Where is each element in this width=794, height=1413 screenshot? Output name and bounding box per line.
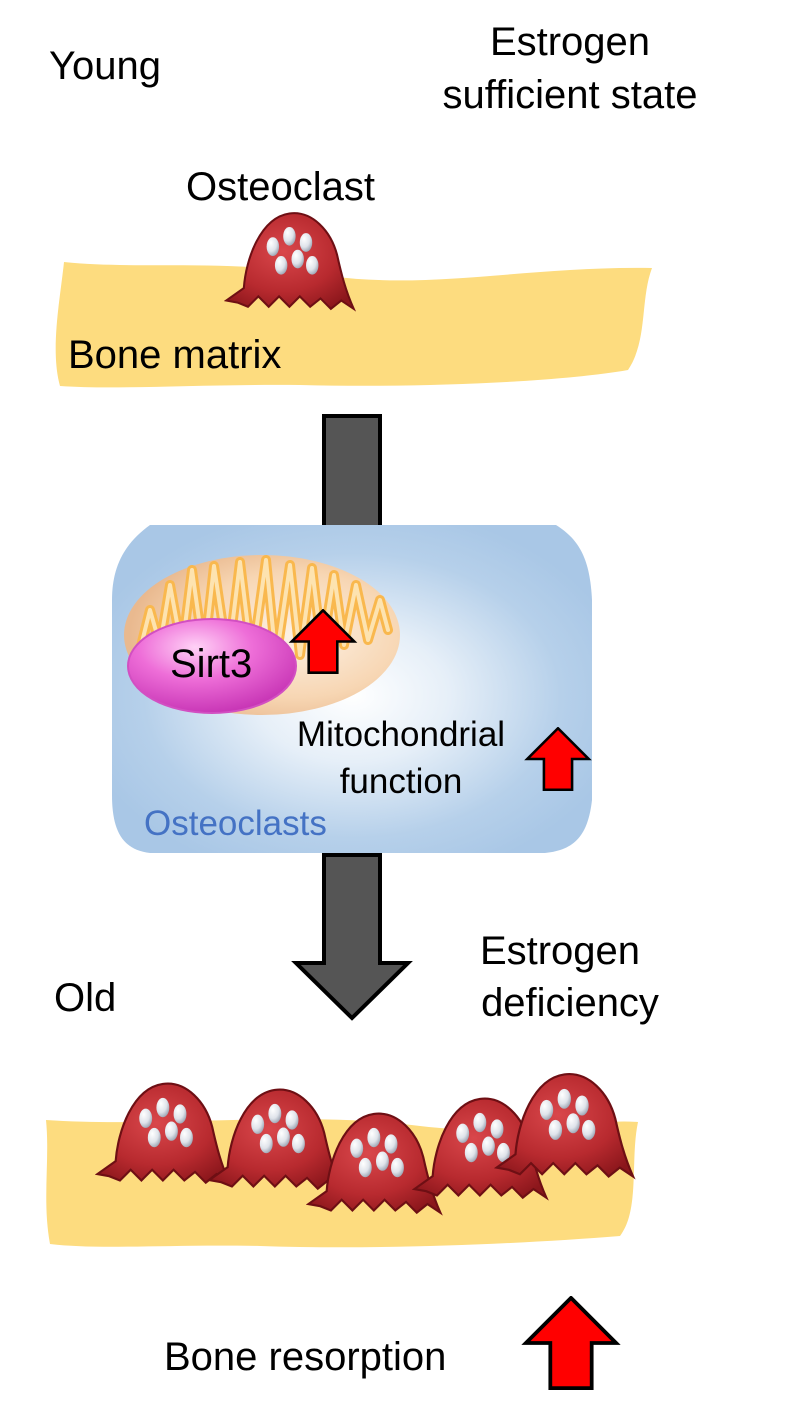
estrogen-sufficient-line1: Estrogen xyxy=(489,20,651,64)
osteoclast-label: Osteoclast xyxy=(186,165,375,209)
osteoclast-top-icon xyxy=(225,212,355,310)
mito-function-line1: Mitochondrial xyxy=(296,715,506,754)
mito-function-line2: function xyxy=(339,762,463,801)
sirt3-protein xyxy=(127,618,297,714)
young-label: Young xyxy=(49,44,161,88)
bone-matrix-top xyxy=(55,262,653,388)
flow-arrow-upper-shaft xyxy=(322,414,382,536)
bone-matrix-label: Bone matrix xyxy=(68,333,282,377)
estrogen-deficiency-line1: Estrogen xyxy=(479,929,641,973)
old-label: Old xyxy=(54,976,117,1020)
flow-arrow-lower xyxy=(291,853,413,1021)
bone-resorption-label: Bone resorption xyxy=(164,1335,447,1379)
sirt3-label: Sirt3 xyxy=(170,642,253,686)
estrogen-deficiency-line2: deficiency xyxy=(481,981,659,1025)
osteoclasts-box-label: Osteoclasts xyxy=(144,804,327,843)
estrogen-sufficient-line2: sufficient state xyxy=(442,73,698,117)
bone-resorption-up-arrow-icon xyxy=(526,1298,616,1388)
